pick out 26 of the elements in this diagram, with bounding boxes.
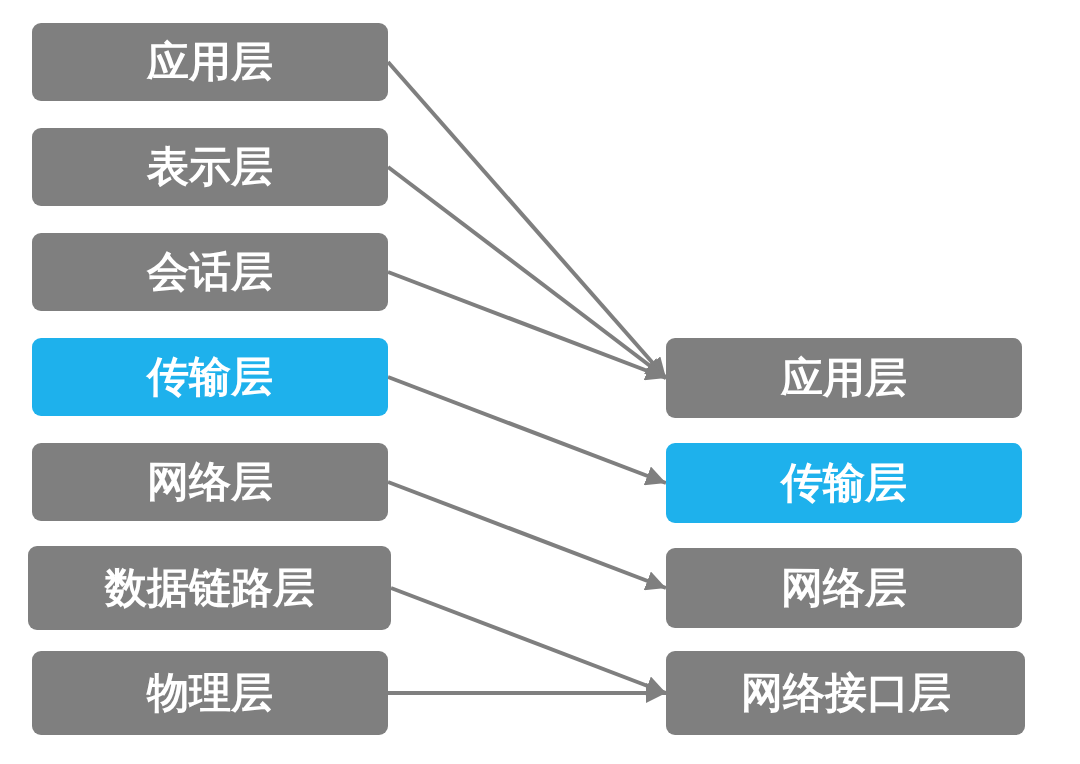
arrow (388, 683, 666, 703)
layer-box (32, 651, 388, 735)
layer-box (32, 128, 388, 206)
layer-box (32, 233, 388, 311)
layer-box (32, 338, 388, 416)
layer-box (666, 443, 1022, 523)
layer-label: 表示层 (147, 141, 273, 193)
layer-label: 应用层 (147, 36, 273, 88)
layer-label: 网络接口层 (740, 667, 951, 719)
layer-label: 数据链路层 (104, 562, 315, 614)
layer-label: 网络层 (781, 562, 907, 614)
layer-label: 传输层 (147, 351, 273, 403)
layer-box (28, 546, 391, 630)
arrow (387, 480, 667, 591)
layer-box (666, 338, 1022, 418)
layer-label: 网络层 (147, 456, 273, 508)
arrow (387, 270, 667, 381)
layer-label: 物理层 (147, 667, 273, 719)
layer-label: 应用层 (781, 352, 907, 404)
layer-box (32, 443, 388, 521)
layer-label: 传输层 (781, 457, 907, 509)
layer-box (32, 23, 388, 101)
arrow (387, 375, 667, 486)
layer-box (666, 651, 1025, 735)
layer-label: 会话层 (147, 246, 273, 298)
layer-box (666, 548, 1022, 628)
